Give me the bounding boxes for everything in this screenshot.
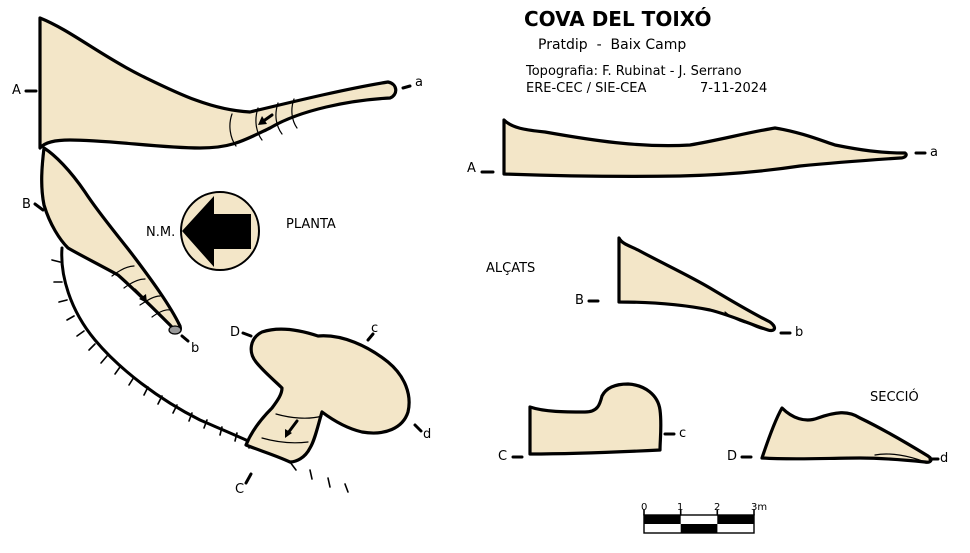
plan-label-D: D <box>230 325 240 340</box>
survey-location: Pratdip - Baix Camp <box>538 37 686 53</box>
cross-section-title: SECCIÓ <box>870 389 919 405</box>
plan-arrow-c <box>286 419 299 435</box>
elevation-label-C: C <box>498 449 507 464</box>
scale-tick-0: 0 <box>641 502 647 513</box>
plan-label-C: C <box>235 482 244 497</box>
plan-label-B: B <box>22 197 31 212</box>
scale-tick-1: 1 <box>677 502 683 513</box>
elevation-a <box>502 118 908 178</box>
plan-view: N.M. PLANTA A a B b C c D d <box>12 16 431 497</box>
plan-label-d: d <box>423 427 431 442</box>
elevation-label-A: A <box>467 161 476 176</box>
plan-end-b-marker <box>168 325 182 335</box>
elevation-d <box>760 406 933 464</box>
plan-label-a: a <box>415 75 423 90</box>
survey-authors: Topografia: F. Rubinat - J. Serrano <box>525 64 742 79</box>
elevations-view: ALÇATS A a B b C c D d SECCIÓ <box>467 118 948 466</box>
plan-label-c: c <box>371 321 378 336</box>
scale-bar: 0 1 2 3m <box>641 502 767 534</box>
plan-passage-a <box>38 16 398 150</box>
survey-date: 7-11-2024 <box>700 81 767 96</box>
elevation-label-d: d <box>940 451 948 466</box>
elevation-label-a: a <box>930 145 938 160</box>
elevation-label-c: c <box>679 426 686 441</box>
north-arrow: N.M. <box>146 191 260 271</box>
plan-label-b: b <box>191 341 199 356</box>
survey-title: COVA DEL TOIXÓ <box>524 7 711 31</box>
arrow-head-icon <box>285 429 292 438</box>
scale-tick-2: 2 <box>714 502 720 513</box>
plan-slope-line <box>60 246 292 464</box>
elevation-label-B: B <box>575 293 584 308</box>
north-label: N.M. <box>146 225 175 240</box>
north-arrow-icon <box>182 196 251 267</box>
plan-chamber-cd <box>244 327 411 464</box>
header-block: COVA DEL TOIXÓ Pratdip - Baix Camp Topog… <box>524 7 767 96</box>
elevation-label-b: b <box>795 325 803 340</box>
plan-passage-b <box>40 146 182 333</box>
plan-title: PLANTA <box>286 217 336 232</box>
plan-slope-hatch <box>51 259 349 493</box>
elevation-b <box>617 236 777 333</box>
survey-group: ERE-CEC / SIE-CEA <box>526 81 646 96</box>
arrow-head-icon <box>258 116 267 125</box>
elevations-title: ALÇATS <box>486 261 535 276</box>
plan-label-A: A <box>12 83 21 98</box>
elevation-c <box>528 382 663 456</box>
elevation-label-D: D <box>727 449 737 464</box>
arrow-head-icon <box>139 294 147 303</box>
scale-tick-3: 3m <box>751 502 767 513</box>
